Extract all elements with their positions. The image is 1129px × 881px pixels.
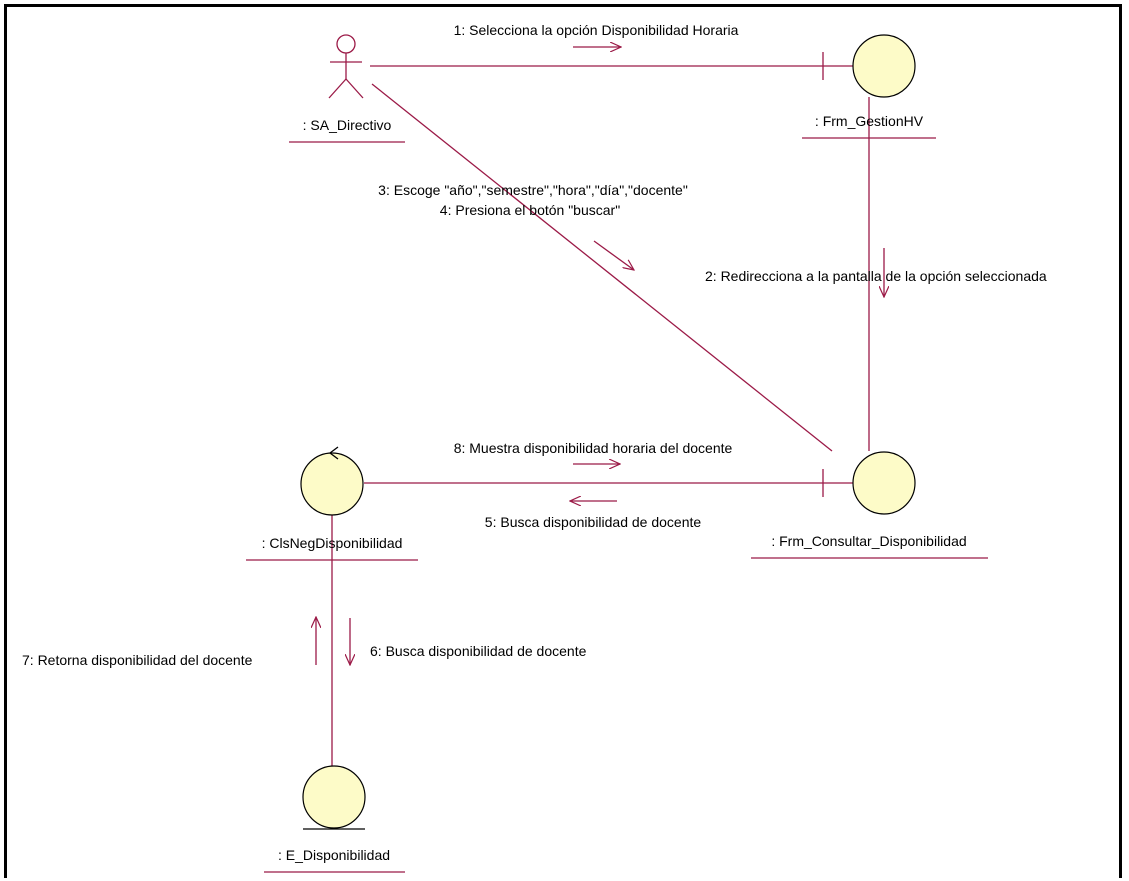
message-6-label: 6: Busca disponibilidad de docente xyxy=(370,643,587,659)
boundary-circle-icon xyxy=(852,34,916,98)
entity-circle-icon xyxy=(302,765,366,829)
message-8-label: 8: Muestra disponibilidad horaria del do… xyxy=(454,440,733,456)
message-1-label: 1: Selecciona la opción Disponibilidad H… xyxy=(454,22,739,38)
message-5-label: 5: Busca disponibilidad de docente xyxy=(485,514,702,530)
boundary-circle-icon xyxy=(852,451,916,515)
message-2-label: 2: Redirecciona a la pantalla de la opci… xyxy=(705,268,1047,284)
label-gestion: : Frm_GestionHV xyxy=(815,113,924,129)
entity-e-disponibilidad xyxy=(302,765,366,830)
actor-head-icon xyxy=(336,34,356,54)
control-clsnegdisponibilidad xyxy=(300,446,364,516)
control-circle-icon xyxy=(300,452,364,516)
message-arrows xyxy=(316,47,884,665)
label-consultar: : Frm_Consultar_Disponibilidad xyxy=(771,533,966,549)
arrow-m3-m4 xyxy=(593,240,634,270)
diagram-frame xyxy=(4,4,1122,878)
message-4-label: 4: Presiona el botón "buscar" xyxy=(440,202,620,218)
boundary-frm-consultar xyxy=(822,451,916,515)
actor-leg-left xyxy=(328,78,347,99)
message-3-label: 3: Escoge "año","semestre","hora","día",… xyxy=(378,182,688,198)
control-arrowhead-icon xyxy=(328,446,339,460)
label-actor: : SA_Directivo xyxy=(303,117,392,133)
label-control: : ClsNegDisponibilidad xyxy=(262,535,403,551)
links xyxy=(331,65,870,766)
label-entity: : E_Disponibilidad xyxy=(278,847,390,863)
actor-sa-directivo xyxy=(328,34,364,99)
actor-leg-right xyxy=(345,78,364,99)
label-underlines xyxy=(246,137,988,873)
boundary-frm-gestionhv xyxy=(822,34,916,98)
link-actor-consultar xyxy=(371,83,833,452)
message-7-label: 7: Retorna disponibilidad del docente xyxy=(22,652,253,668)
